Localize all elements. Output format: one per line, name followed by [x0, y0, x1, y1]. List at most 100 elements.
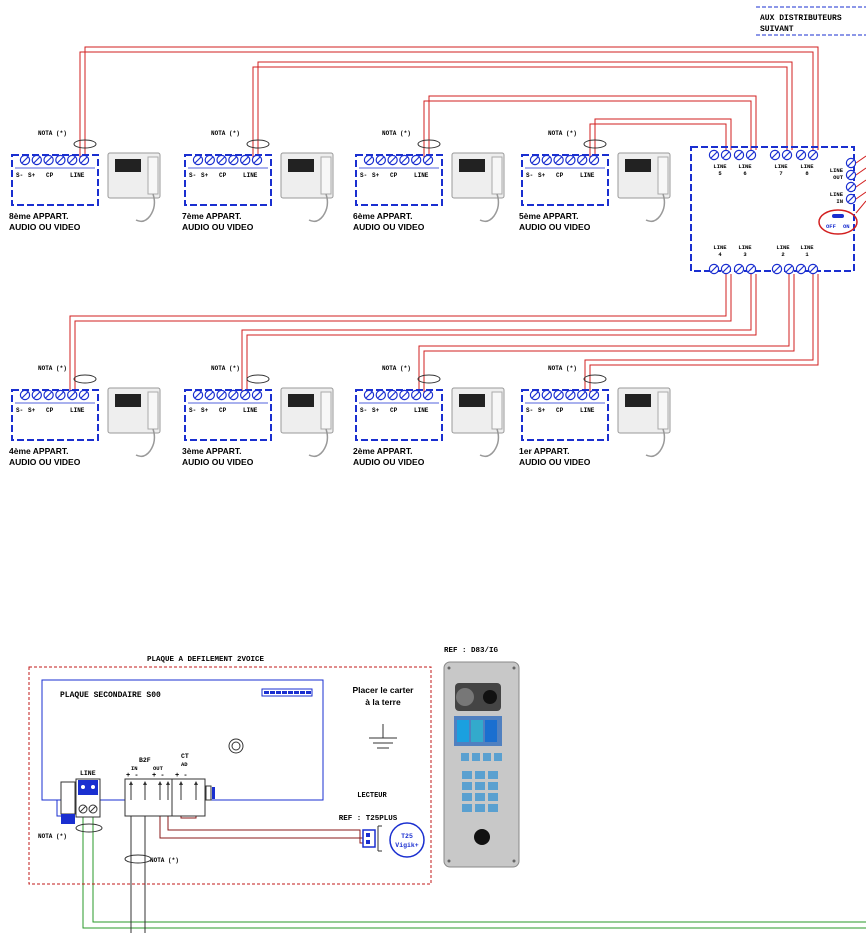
keypad-key: [475, 793, 485, 801]
apartment-title: 4ème APPART.: [9, 446, 69, 456]
terminal-cp: CP: [556, 172, 564, 179]
twist-marker: [246, 374, 270, 384]
wires: [69, 46, 866, 933]
distributor-frame: [690, 146, 855, 272]
wire: [241, 274, 752, 393]
switch-off-label: OFF: [826, 223, 836, 230]
switch-highlight: [818, 209, 858, 235]
handset-monitor-icon: [280, 152, 334, 223]
terminal-line: LINE: [243, 407, 258, 414]
wire: [257, 61, 793, 158]
terminal-cp: CP: [390, 172, 398, 179]
keypad-key: [488, 793, 498, 801]
twist-marker: [73, 374, 97, 384]
nota-label: NOTA (*): [211, 130, 240, 137]
apartment-subtitle: AUDIO OU VIDEO: [182, 222, 254, 232]
wire-pair-apt-4: [69, 274, 732, 393]
line-out-stub: [855, 155, 866, 164]
b2f-terminal-block: [124, 778, 206, 817]
ground-note-2: à la terre: [365, 697, 401, 707]
twist-marker: [246, 139, 270, 149]
twist-marker: [73, 139, 97, 149]
panel-nota-1: NOTA (*): [38, 833, 67, 840]
terminal-line: LINE: [580, 172, 595, 179]
ground-icon: [369, 724, 397, 749]
wire-pair-apt-8: [79, 46, 819, 158]
apartment-title: 2ème APPART.: [353, 446, 413, 456]
twist-marker: [417, 139, 441, 149]
keypad-key: [488, 782, 498, 790]
b2f-out-pm: + -: [152, 772, 165, 780]
wire: [69, 274, 727, 393]
apartment-subtitle: AUDIO OU VIDEO: [519, 222, 591, 232]
line-in-label: LINE: [830, 191, 844, 198]
apartment-title: 5ème APPART.: [519, 211, 579, 221]
terminal-s-plus: S+: [372, 407, 380, 414]
badge-line-2: Vigik+: [395, 842, 419, 849]
wire-pair-apt-7: [252, 61, 793, 158]
apartment-subtitle: AUDIO OU VIDEO: [9, 457, 81, 467]
wire: [79, 51, 814, 158]
keypad-key: [462, 782, 472, 790]
terminal-line: LINE: [414, 172, 429, 179]
header-line-1: AUX DISTRIBUTEURS: [760, 14, 842, 23]
apartment-frame: [355, 154, 443, 206]
panel-title: PLAQUE A DEFILEMENT 2VOICE: [147, 656, 265, 664]
twist-marker: [417, 374, 441, 384]
ct-wire: [167, 800, 363, 844]
apartment-subtitle: AUDIO OU VIDEO: [353, 222, 425, 232]
keypad-key: [475, 804, 485, 812]
terminal-s-minus: S-: [189, 407, 196, 414]
apartment-frame: [355, 389, 443, 441]
handset-monitor-icon: [451, 387, 505, 458]
button-icon: [228, 738, 244, 754]
distributor-line-label: LINE: [713, 163, 727, 170]
handset-monitor-icon: [280, 387, 334, 458]
handset-monitor-icon: [107, 152, 161, 223]
apartment-title: 7ème APPART.: [182, 211, 242, 221]
distributor-line-number: 1: [805, 251, 809, 258]
ct-label: CT: [181, 753, 189, 760]
terminal-s-plus: S+: [201, 407, 209, 414]
wire-pair-apt-5: [589, 118, 732, 158]
header-note: AUX DISTRIBUTEURS SUIVANT: [756, 6, 866, 36]
nota-label: NOTA (*): [548, 130, 577, 137]
line-in-sub: IN: [836, 198, 843, 205]
keypad-key: [488, 771, 498, 779]
bus-wire-green: [82, 813, 866, 929]
wire-pair-apt-6: [423, 95, 757, 158]
apartment-title: 6ème APPART.: [353, 211, 413, 221]
terminal-s-minus: S-: [526, 172, 533, 179]
reader-connector: [362, 829, 376, 848]
terminal-cp: CP: [390, 407, 398, 414]
wire-pair-apt-1: [584, 274, 819, 393]
line-in-stub: [855, 191, 866, 200]
terminal-cp: CP: [219, 172, 227, 179]
apartment-subtitle: AUDIO OU VIDEO: [9, 222, 81, 232]
apartment-frame: [521, 389, 609, 441]
display-cells: [264, 691, 311, 694]
apartment-subtitle: AUDIO OU VIDEO: [182, 457, 254, 467]
header-line-2: SUIVANT: [760, 25, 794, 34]
distributor-line-number: 6: [743, 170, 746, 177]
apartment-frame: [11, 389, 99, 441]
line-out-label: LINE: [830, 167, 844, 174]
distributor-line-number: 2: [781, 251, 784, 258]
apartment-frame: [521, 154, 609, 206]
distributor-line-number: 7: [779, 170, 782, 177]
door-plate-icon: [443, 661, 520, 868]
keypad-key: [462, 793, 472, 801]
wire-pair-apt-2: [418, 274, 795, 393]
terminal-cp: CP: [219, 407, 227, 414]
distributor: LINE5LINE6LINE7LINE8LINE4LINE3LINE2LINE1…: [690, 146, 866, 275]
terminal-s-plus: S+: [201, 172, 209, 179]
bus-wire-green: [92, 813, 866, 923]
